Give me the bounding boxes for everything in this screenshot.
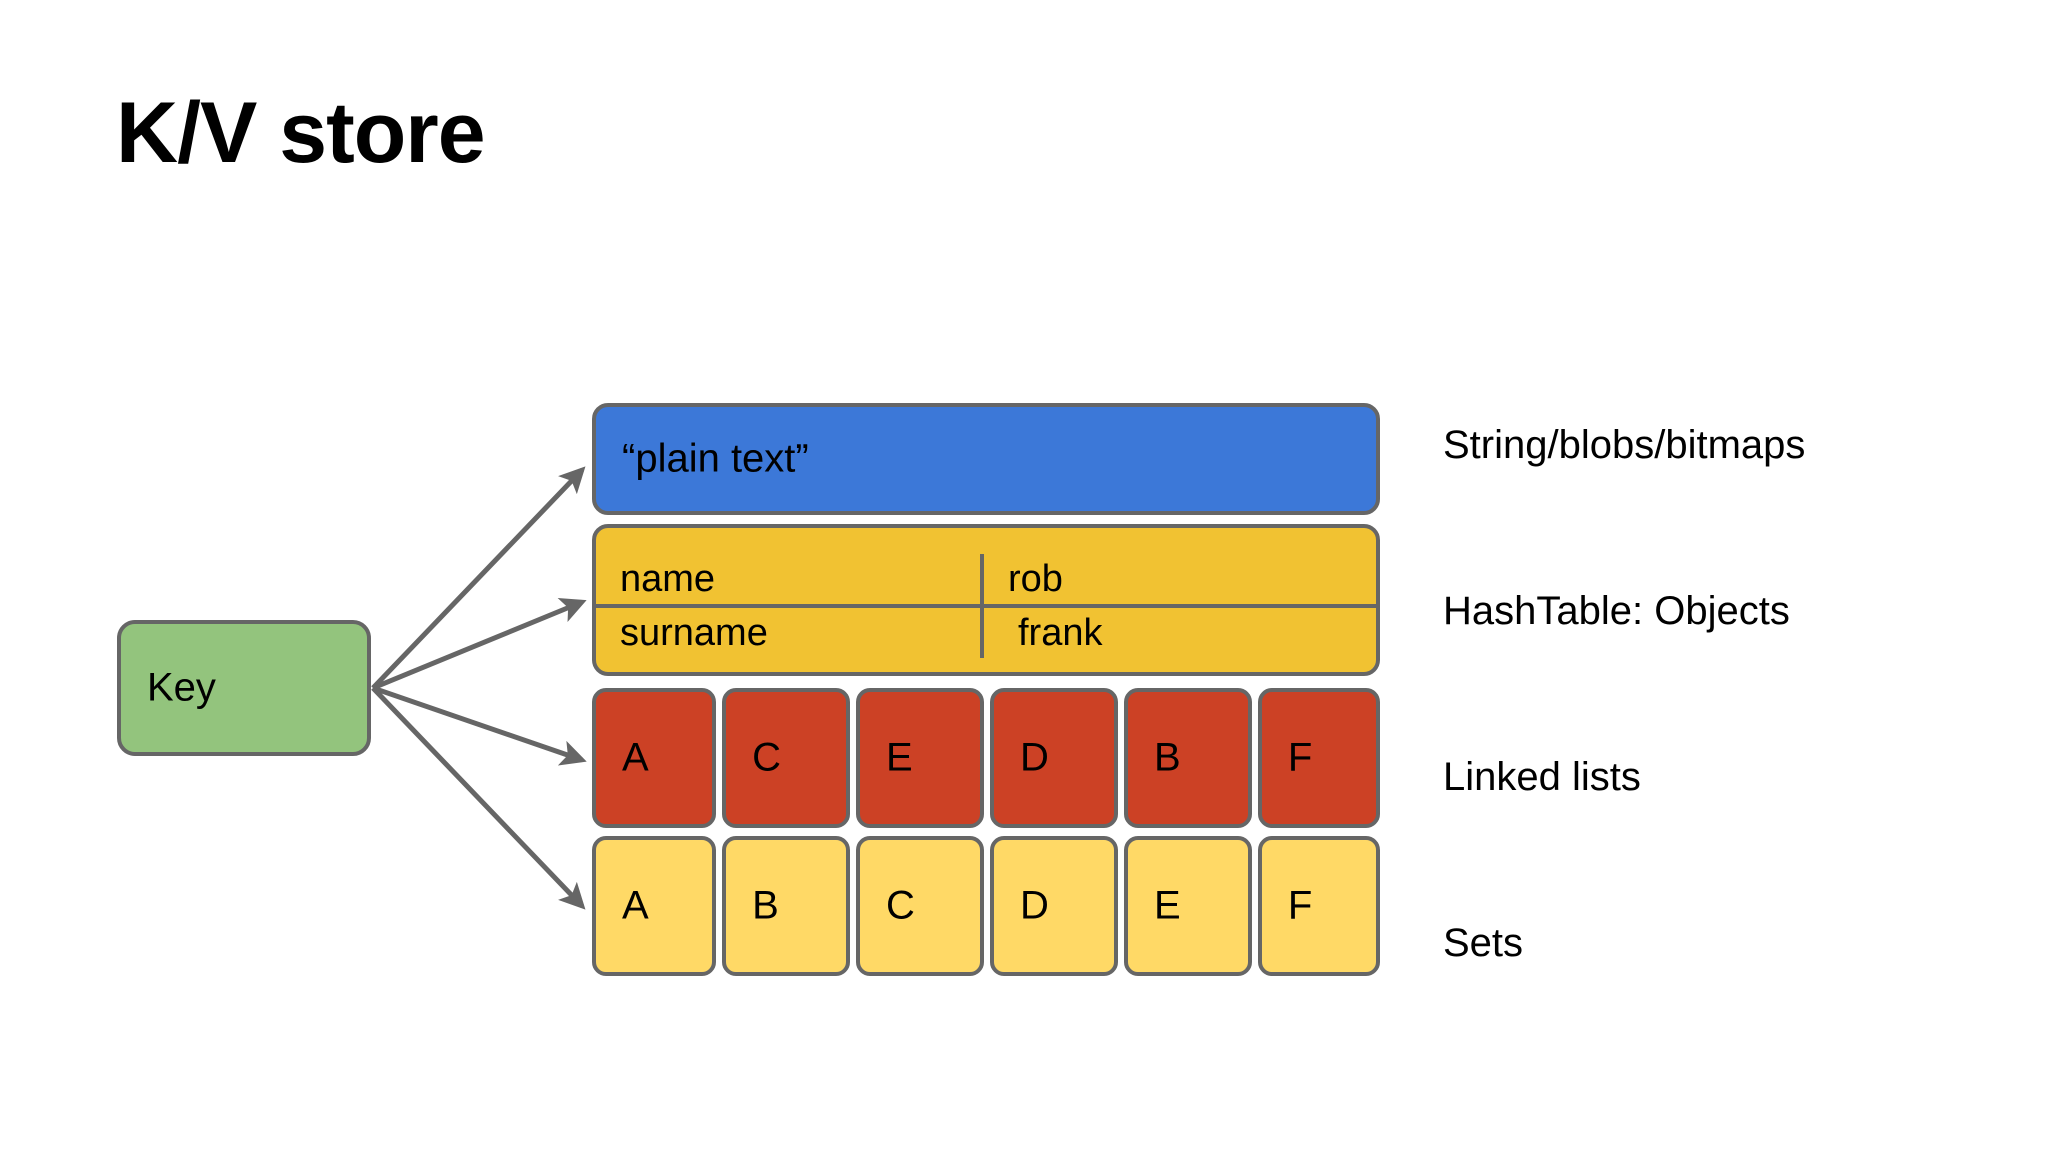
arrow-to-sets <box>371 686 586 910</box>
sets-cell[interactable]: C <box>856 836 984 976</box>
sets-cell[interactable]: F <box>1257 836 1381 976</box>
hashtable-value-cell: frank <box>1018 611 1103 654</box>
caption-hashtable: HashTable: Objects <box>1443 589 1790 633</box>
cell-label: D <box>1019 883 1049 928</box>
sets-block[interactable]: A B C D E F <box>592 836 1381 976</box>
sets-cell[interactable]: E <box>1123 836 1252 976</box>
arrow-to-hashtable <box>372 597 587 691</box>
arrow-to-string <box>371 466 586 690</box>
hashtable-block[interactable]: name rob surname frank <box>592 524 1380 676</box>
hashtable-row[interactable]: name rob <box>596 554 1376 604</box>
cell-label: D <box>1019 735 1049 780</box>
cell-label: B <box>1153 735 1181 780</box>
linked-list-cell[interactable]: B <box>1123 688 1252 828</box>
cell-label: E <box>886 735 913 780</box>
linked-list-cell[interactable]: C <box>722 688 851 828</box>
sets-cell[interactable]: D <box>989 836 1118 976</box>
hashtable-value-cell: rob <box>1008 557 1063 600</box>
cell-label: F <box>1287 883 1313 928</box>
sets-cell[interactable]: A <box>592 836 717 976</box>
cell-label: A <box>622 883 649 928</box>
arrow-to-linkedlist <box>372 685 587 766</box>
linked-list-cell[interactable]: E <box>856 688 984 828</box>
cell-label: F <box>1287 735 1313 780</box>
key-node-label: Key <box>147 665 216 710</box>
key-node[interactable]: Key <box>117 620 371 756</box>
linked-list-cell[interactable]: D <box>989 688 1118 828</box>
page-title: K/V store <box>116 85 486 181</box>
cell-label: A <box>622 735 649 780</box>
string-value-bar[interactable]: “plain text” <box>592 403 1380 515</box>
hashtable-key-cell: surname <box>596 608 984 658</box>
linked-list-block[interactable]: A C E D B F <box>592 688 1381 828</box>
linked-list-cell[interactable]: F <box>1257 688 1381 828</box>
caption-sets: Sets <box>1443 921 1524 965</box>
string-value-text: “plain text” <box>622 436 809 481</box>
cell-label: C <box>752 735 781 780</box>
caption-linked-lists: Linked lists <box>1443 755 1641 799</box>
cell-label: E <box>1153 883 1181 928</box>
caption-string: String/blobs/bitmaps <box>1443 423 1806 467</box>
cell-label: C <box>886 883 915 928</box>
hashtable-key-cell: name <box>596 554 984 604</box>
hashtable-row[interactable]: surname frank <box>596 604 1376 658</box>
cell-label: B <box>752 883 779 928</box>
sets-cell[interactable]: B <box>722 836 851 976</box>
linked-list-cell[interactable]: A <box>592 688 717 828</box>
